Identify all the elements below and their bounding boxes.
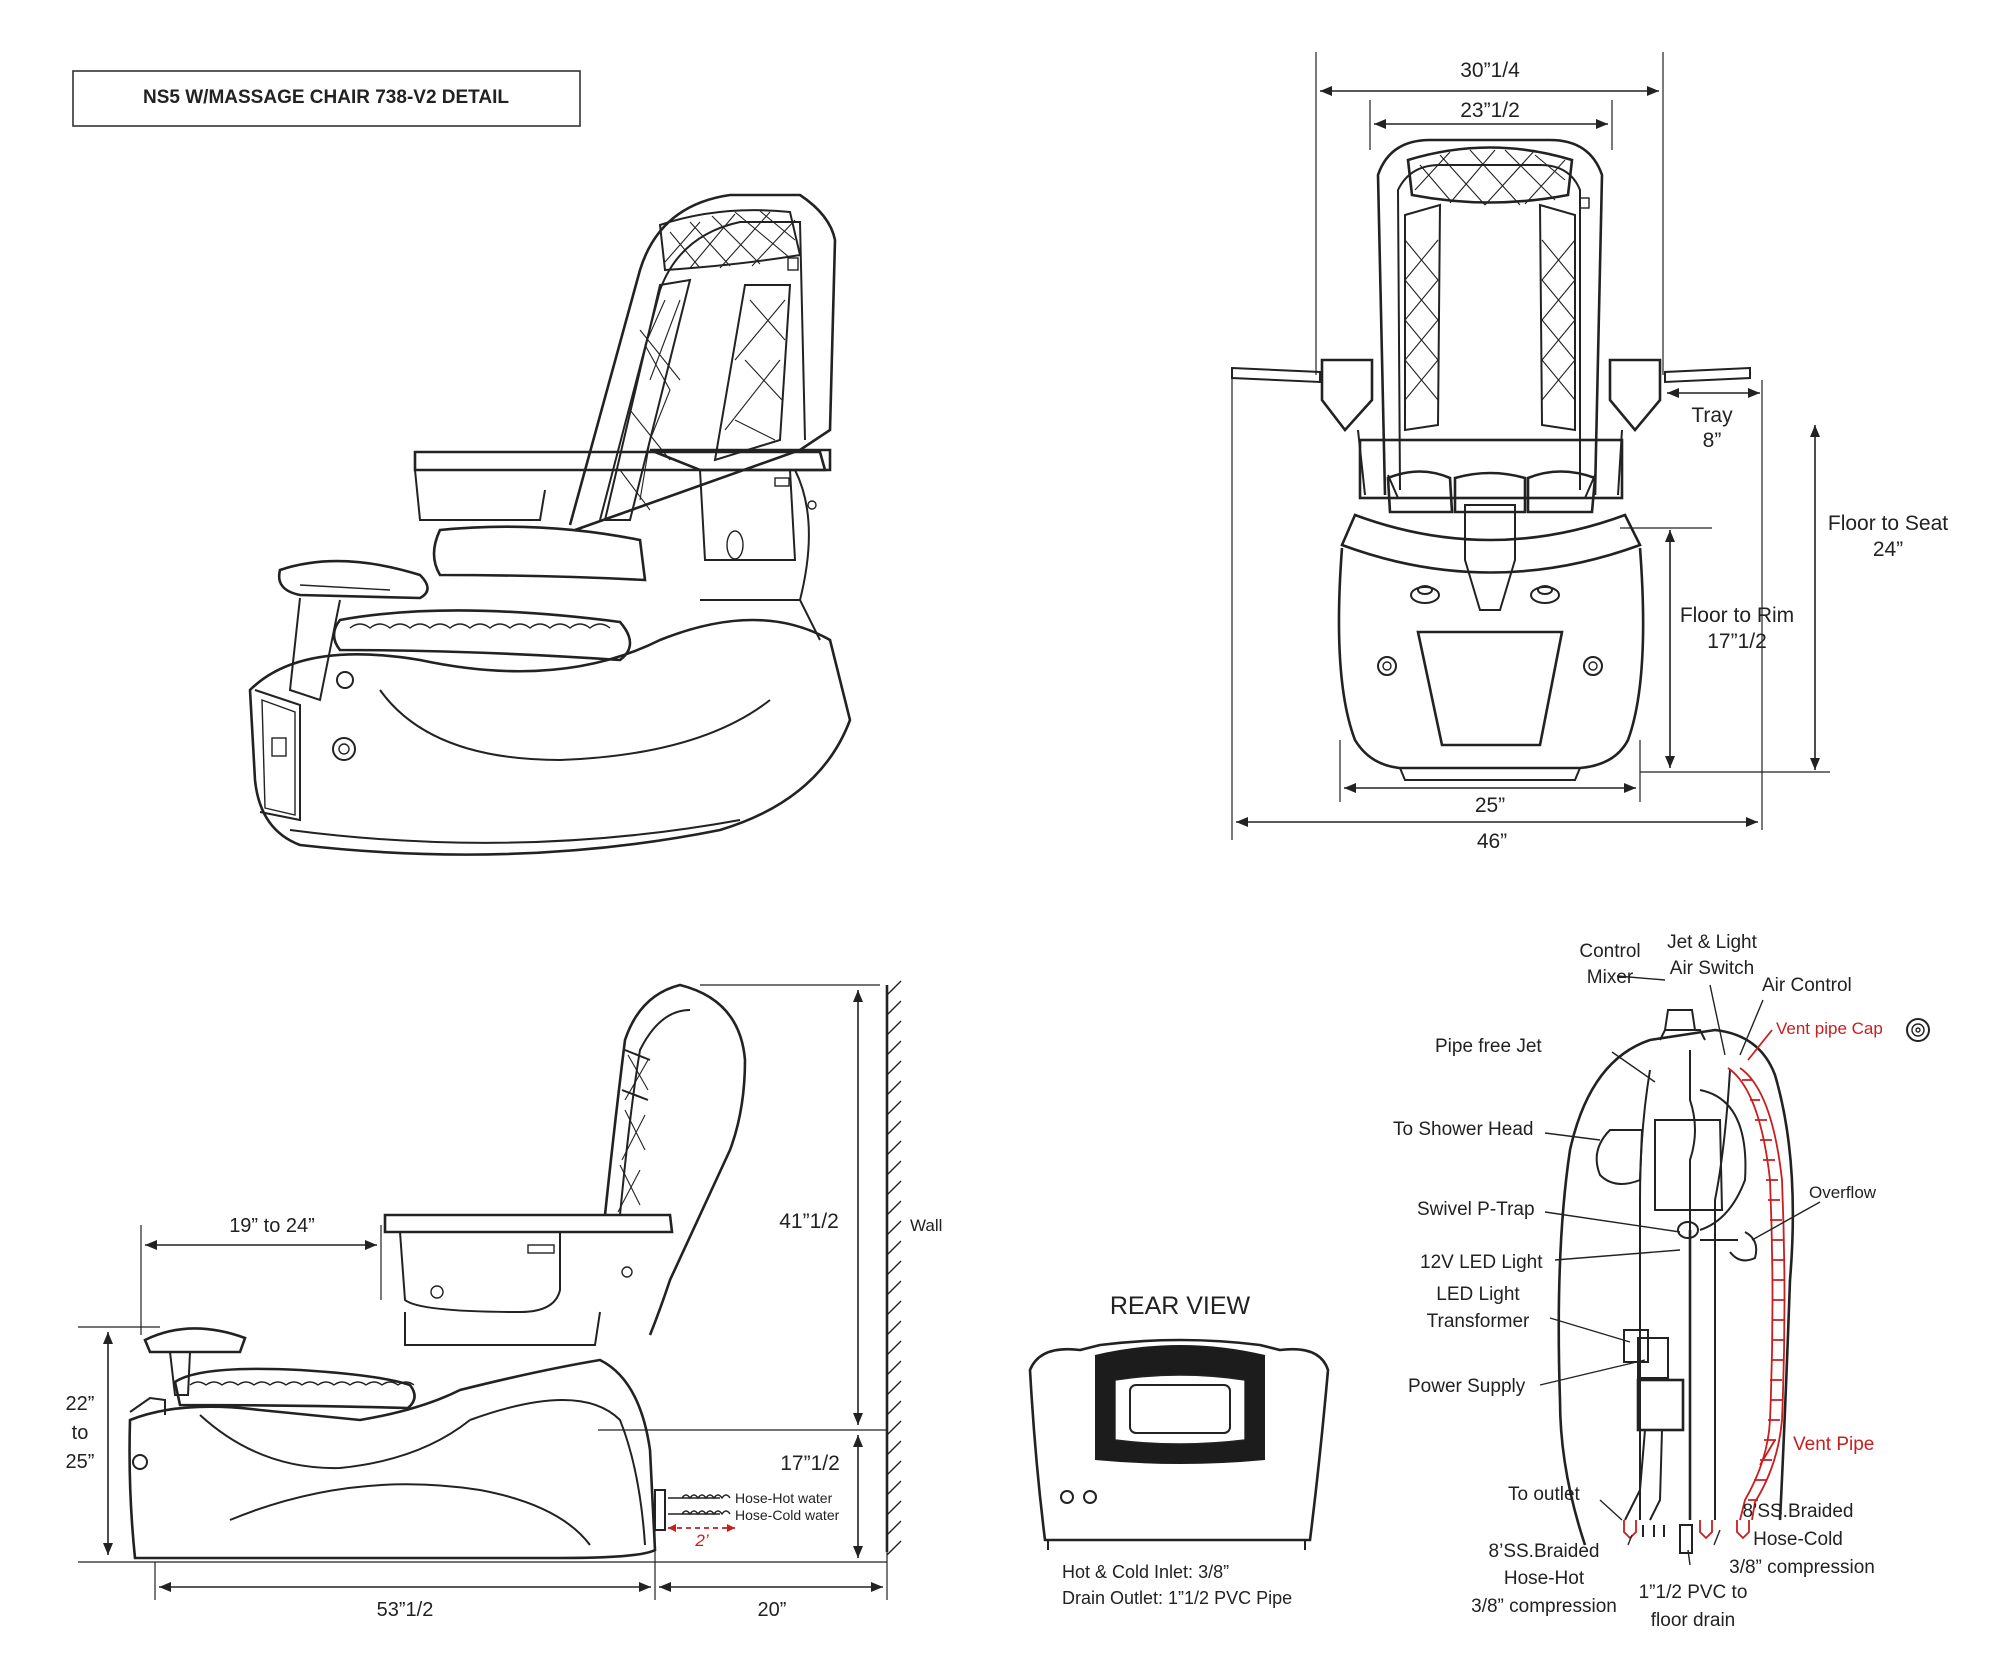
floor-to-rim-label: Floor to Rim [1680,604,1794,627]
hose-hot-label: Hose-Hot water [735,1490,833,1506]
label-vent-pipe: Vent Pipe [1793,1434,1874,1455]
label-led-transformer-2: Transformer [1427,1311,1530,1332]
rear-view: REAR VIEW Hot & Cold Inlet: 3/8” Drain O… [1028,1292,1330,1608]
label-pvc-drain-2: floor drain [1651,1610,1736,1631]
label-to-outlet: To outlet [1508,1484,1581,1505]
rear-note-inlet: Hot & Cold Inlet: 3/8” [1062,1562,1229,1582]
footrest-height-from: 22” [66,1393,95,1415]
page-title: NS5 W/MASSAGE CHAIR 738-V2 DETAIL [143,87,509,108]
label-hose-hot-3: 3/8” compression [1471,1596,1617,1617]
dim-base-width: 25” [1475,794,1505,817]
label-overflow: Overflow [1809,1183,1877,1202]
front-view: 30”1/4 23”1/2 [1231,52,1948,853]
footrest-height-to-word: to [72,1422,89,1444]
rear-note-drain: Drain Outlet: 1”1/2 PVC Pipe [1062,1588,1292,1608]
label-control-mixer-1: Control [1579,941,1640,962]
label-p-trap: Swivel P-Trap [1417,1199,1535,1220]
floor-to-rim-value: 17”1/2 [1707,630,1767,653]
label-hose-cold-1: 8’SS.Braided [1743,1501,1854,1522]
label-pvc-drain-1: 1”1/2 PVC to [1639,1582,1748,1603]
dim-total-height: 41”1/2 [779,1210,839,1233]
dim-total-width: 46” [1477,830,1507,853]
side-view: Wall 41”1/2 17”1/2 [66,980,942,1621]
label-jet-light-2: Air Switch [1670,958,1754,979]
floor-to-seat-value: 24” [1873,538,1903,561]
dim-inner-width: 23”1/2 [1460,99,1520,122]
rear-view-title: REAR VIEW [1110,1292,1251,1320]
label-air-control: Air Control [1762,975,1852,996]
label-hose-cold-3: 3/8” compression [1729,1557,1875,1578]
tray-label: Tray [1691,404,1733,427]
hose-length: 2’ [694,1531,708,1550]
wall-label: Wall [910,1216,942,1235]
dim-depth: 53”1/2 [377,1599,434,1621]
dim-wall-clearance: 20” [758,1599,787,1621]
label-power-supply: Power Supply [1408,1376,1526,1397]
plumbing-detail: Control Mixer Jet & Light Air Switch Air… [1393,932,1930,1631]
label-hose-cold-2: Hose-Cold [1753,1529,1843,1550]
hose-cold-label: Hose-Cold water [735,1507,840,1523]
label-hose-hot-2: Hose-Hot [1504,1568,1585,1589]
label-pipe-free-jet: Pipe free Jet [1435,1036,1542,1057]
dim-rim-height: 17”1/2 [780,1452,840,1475]
label-led-light: 12V LED Light [1420,1252,1543,1273]
tray-value: 8” [1703,429,1722,452]
floor-to-seat-label: Floor to Seat [1828,512,1948,535]
label-vent-pipe-cap: Vent pipe Cap [1776,1019,1883,1038]
footrest-height-to: 25” [66,1451,95,1473]
perspective-view [248,193,852,856]
title-box: NS5 W/MASSAGE CHAIR 738-V2 DETAIL [72,70,581,127]
dim-outer-width: 30”1/4 [1460,59,1520,82]
label-jet-light-1: Jet & Light [1667,932,1757,953]
label-led-transformer-1: LED Light [1436,1284,1520,1305]
label-shower-head: To Shower Head [1393,1119,1533,1140]
dim-footrest-range: 19” to 24” [229,1215,315,1237]
label-control-mixer-2: Mixer [1587,967,1634,988]
label-hose-hot-1: 8’SS.Braided [1489,1541,1600,1562]
